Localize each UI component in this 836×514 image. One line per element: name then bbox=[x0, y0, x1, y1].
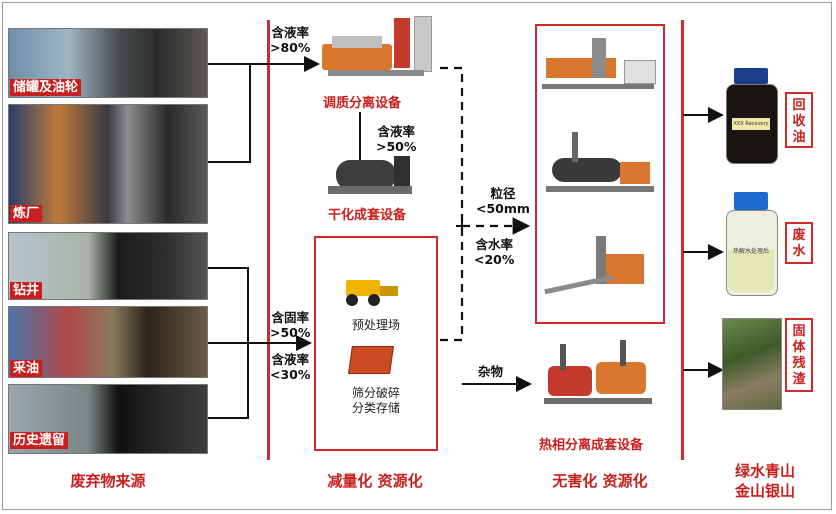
source-label-refinery: 炼厂 bbox=[10, 205, 43, 222]
source-label-legacy: 历史遗留 bbox=[10, 432, 69, 449]
loader-icon bbox=[340, 272, 400, 306]
pretreatment-box bbox=[314, 236, 438, 451]
condition-liquid-gt50: 含液率 >50% bbox=[376, 124, 417, 154]
source-drilling-photo bbox=[8, 232, 208, 300]
thermal-separation-image bbox=[540, 340, 660, 422]
column-title-sources: 废弃物来源 bbox=[70, 472, 146, 490]
product-label-wastewater: 废 水 bbox=[785, 222, 813, 264]
pretreatment-title: 预处理场 bbox=[351, 318, 400, 332]
product-label-recovered-oil: 回 收 油 bbox=[785, 92, 813, 148]
conditioning-equipment-label: 调质分离设备 bbox=[323, 96, 402, 111]
condition-solid-gt50: 含固率 >50% bbox=[270, 310, 311, 340]
divider-line-1 bbox=[267, 20, 270, 460]
condition-liquid-gt80: 含液率 >80% bbox=[270, 25, 311, 55]
column-title-reduction: 减量化 资源化 bbox=[327, 472, 423, 490]
column-title-harmless: 无害化 资源化 bbox=[552, 472, 648, 490]
thermal-separation-label: 热相分离成套设备 bbox=[539, 438, 644, 453]
thermal-unit-3-image bbox=[540, 234, 660, 314]
source-label-tank: 储罐及油轮 bbox=[10, 79, 82, 96]
column-title-green-line1: 绿水青山 bbox=[734, 462, 795, 480]
source-label-production: 采油 bbox=[10, 360, 43, 377]
pretreatment-line1: 筛分破碎 bbox=[351, 386, 400, 400]
thermal-unit-1-image bbox=[540, 32, 660, 106]
drying-equipment-label: 干化成套设备 bbox=[328, 208, 407, 223]
source-label-drilling: 钻井 bbox=[10, 282, 43, 299]
solid-residue-photo bbox=[722, 318, 782, 410]
conditioning-equipment-image bbox=[318, 14, 436, 86]
condition-grain-size: 粒径 <50mm bbox=[476, 186, 530, 216]
recovered-oil-jar: XXX Recovery bbox=[722, 68, 780, 164]
condition-water-content: 含水率 <20% bbox=[474, 237, 515, 267]
crusher-icon bbox=[348, 342, 394, 376]
product-label-solid-residue: 固 体 残 渣 bbox=[785, 318, 813, 392]
condition-debris: 杂物 bbox=[478, 364, 504, 379]
divider-line-2 bbox=[681, 20, 684, 460]
oil-jar-tag: XXX Recovery bbox=[732, 118, 770, 130]
thermal-unit-2-image bbox=[542, 126, 658, 214]
drying-equipment-image bbox=[326, 152, 414, 198]
source-oil-production-photo bbox=[8, 306, 208, 378]
wastewater-jar: 热解水处理后 bbox=[722, 192, 780, 296]
source-refinery-photo bbox=[8, 104, 208, 224]
wastewater-jar-tag: 热解水处理后 bbox=[732, 248, 769, 255]
thermal-units-box bbox=[535, 24, 665, 324]
pretreatment-line2: 分类存储 bbox=[351, 401, 400, 415]
condition-liquid-lt30: 含液率 <30% bbox=[270, 352, 311, 382]
column-title-green-line2: 金山银山 bbox=[734, 482, 795, 500]
